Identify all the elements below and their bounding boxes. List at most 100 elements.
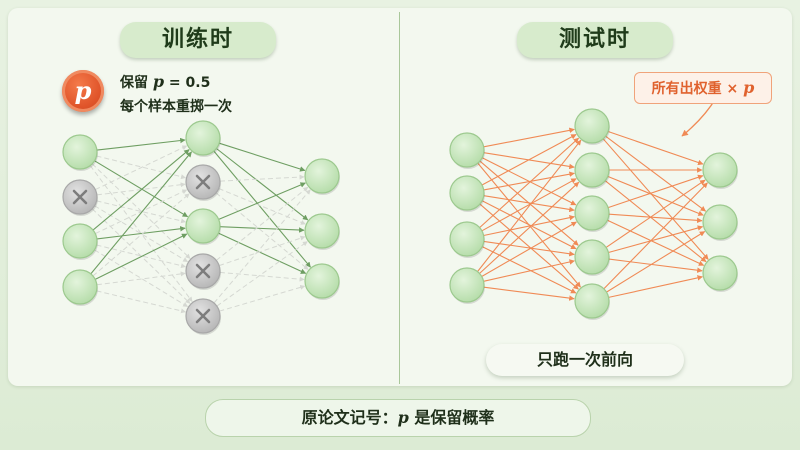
test-output-node — [702, 255, 738, 292]
test-edge — [483, 195, 575, 213]
train-dropped-edge — [95, 189, 188, 235]
train-input-node — [62, 223, 98, 260]
resample-note: 每个样本重掷一次 — [120, 99, 232, 115]
train-edge — [218, 232, 307, 274]
train-dropped-edge — [95, 145, 188, 191]
node-circle — [304, 263, 340, 299]
node-circle — [185, 120, 221, 156]
node-circle — [185, 208, 221, 244]
train-edge — [216, 148, 309, 221]
test-edge — [479, 181, 580, 274]
train-dropped-edge — [215, 192, 309, 270]
node-circle — [574, 195, 610, 231]
callout-p-symbol: p — [743, 78, 755, 97]
node-circle — [449, 175, 485, 211]
test-edge — [481, 134, 577, 186]
panel-divider — [399, 12, 400, 384]
test-edge — [481, 221, 577, 277]
train-hidden-node-dropped — [185, 164, 221, 201]
test-hidden-node — [574, 152, 610, 189]
train-edge — [96, 226, 186, 240]
test-edge — [481, 178, 577, 232]
node-circle — [304, 158, 340, 194]
test-input-node — [449, 175, 485, 212]
node-circle — [702, 152, 738, 188]
test-edge — [608, 225, 704, 254]
train-edge — [218, 182, 306, 220]
test-edge — [608, 213, 703, 224]
test-edge — [604, 180, 707, 263]
single-forward-label: 只跑一次前向 — [486, 344, 684, 376]
train-input-node — [62, 269, 98, 306]
callout-text: 所有出权重 × — [651, 81, 744, 97]
test-output-node — [702, 204, 738, 241]
train-edge — [219, 226, 305, 233]
node-circle — [304, 213, 340, 249]
train-hidden-node-dropped — [185, 298, 221, 335]
train-dropped-edge — [96, 271, 186, 286]
train-edge — [219, 142, 306, 172]
test-title: 测试时 — [517, 22, 673, 58]
x-mark-icon — [72, 189, 88, 205]
p-coin-icon: p — [62, 70, 104, 112]
test-edge — [607, 130, 704, 166]
x-mark-icon — [195, 308, 211, 324]
test-edge — [607, 175, 704, 216]
train-edge — [94, 233, 188, 280]
test-edge — [483, 259, 575, 282]
node-circle — [449, 221, 485, 257]
test-hidden-node — [574, 108, 610, 145]
main-panel — [8, 8, 792, 386]
train-output-node — [304, 263, 340, 300]
train-dropped-edge — [96, 200, 186, 224]
node-circle — [449, 267, 485, 303]
test-edge — [483, 240, 575, 257]
train-output-node — [304, 213, 340, 250]
train-output-node — [304, 158, 340, 195]
train-dropped-edge — [219, 284, 306, 312]
test-edge — [603, 182, 708, 290]
train-dropped-edge — [94, 249, 189, 308]
test-edge — [479, 137, 580, 229]
test-edge — [477, 139, 582, 272]
test-edge — [605, 179, 706, 248]
node-circle — [62, 223, 98, 259]
keep-prob-note: 保留 p = 0.5 — [120, 72, 210, 92]
test-hidden-node — [574, 195, 610, 232]
test-hidden-node — [574, 239, 610, 276]
keep-prefix: 保留 — [120, 75, 153, 91]
test-input-node — [449, 221, 485, 258]
train-dropped-edge — [218, 235, 306, 267]
test-edge — [605, 135, 707, 212]
test-edge — [483, 171, 575, 191]
node-circle — [574, 152, 610, 188]
notation-footer: 原论文记号：p 是保留概率 — [205, 399, 591, 437]
test-edge — [607, 174, 704, 209]
footer-prefix: 原论文记号： — [301, 408, 398, 427]
train-dropped-edge — [215, 186, 309, 261]
train-dropped-edge — [213, 189, 311, 304]
test-edge — [479, 203, 579, 290]
test-edge — [608, 275, 703, 298]
test-output-node — [702, 152, 738, 189]
test-edge — [481, 200, 577, 250]
train-edge — [213, 150, 311, 268]
test-input-node — [449, 267, 485, 304]
test-hidden-node — [574, 283, 610, 320]
train-edge — [94, 160, 189, 218]
train-edge — [96, 137, 186, 151]
footer-p-symbol: p — [397, 408, 409, 427]
keep-value: = 0.5 — [164, 75, 211, 91]
test-input-node — [449, 132, 485, 169]
train-dropped-edge — [216, 241, 308, 307]
test-edge — [483, 127, 575, 148]
train-dropped-edge — [219, 271, 305, 282]
train-edge — [90, 151, 192, 275]
train-dropped-edge — [96, 290, 186, 314]
node-circle — [574, 108, 610, 144]
test-edge — [481, 246, 577, 294]
train-dropped-edge — [92, 193, 190, 277]
test-edge — [602, 138, 709, 260]
train-hidden-node — [185, 208, 221, 245]
